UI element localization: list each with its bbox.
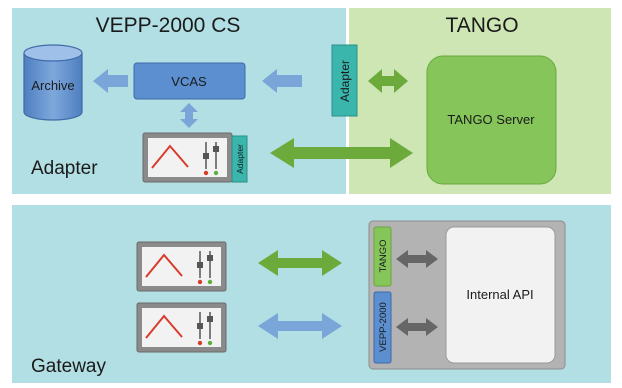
gateway-section-label: Gateway <box>31 356 106 377</box>
tango-server-label: TANGO Server <box>447 112 535 127</box>
device-2 <box>136 302 227 353</box>
vepp-tab-label: VEPP-2000 <box>378 302 389 352</box>
arrow-vcas-to-archive <box>93 69 128 93</box>
arrow-device1-gateway <box>258 250 342 276</box>
device-1 <box>136 241 227 292</box>
arrow-tango-internal-api <box>396 250 438 268</box>
arrow-device-tango-server <box>270 138 413 168</box>
adapter-section-label: Adapter <box>31 158 98 179</box>
vcas-box <box>133 62 246 100</box>
tango-title: TANGO <box>445 14 518 37</box>
arrow-device2-gateway <box>258 313 342 339</box>
tango-tab <box>373 226 392 287</box>
vcas-label: VCAS <box>171 74 207 89</box>
arrow-adapter-tango-server <box>368 69 408 93</box>
archive-database-icon <box>23 44 83 121</box>
device-adapter-label: Adapter <box>235 144 245 174</box>
arrow-vcas-device <box>180 103 198 128</box>
arrow-adapter-to-vcas <box>262 69 302 93</box>
tango-server-box <box>426 55 557 185</box>
adapter-vertical-label: Adapter <box>338 60 352 102</box>
adapter-vertical-tab <box>331 44 358 117</box>
arrow-vepp-internal-api <box>396 318 438 336</box>
internal-api-box <box>445 226 556 364</box>
tango-tab-label: TANGO <box>378 239 389 272</box>
archive-label: Archive <box>31 78 74 93</box>
device-adapter-tab <box>231 135 248 183</box>
vepp-cs-title: VEPP-2000 CS <box>96 14 241 37</box>
device-with-adapter <box>142 132 233 183</box>
vepp-tab <box>373 291 392 364</box>
internal-api-label: Internal API <box>466 287 533 302</box>
